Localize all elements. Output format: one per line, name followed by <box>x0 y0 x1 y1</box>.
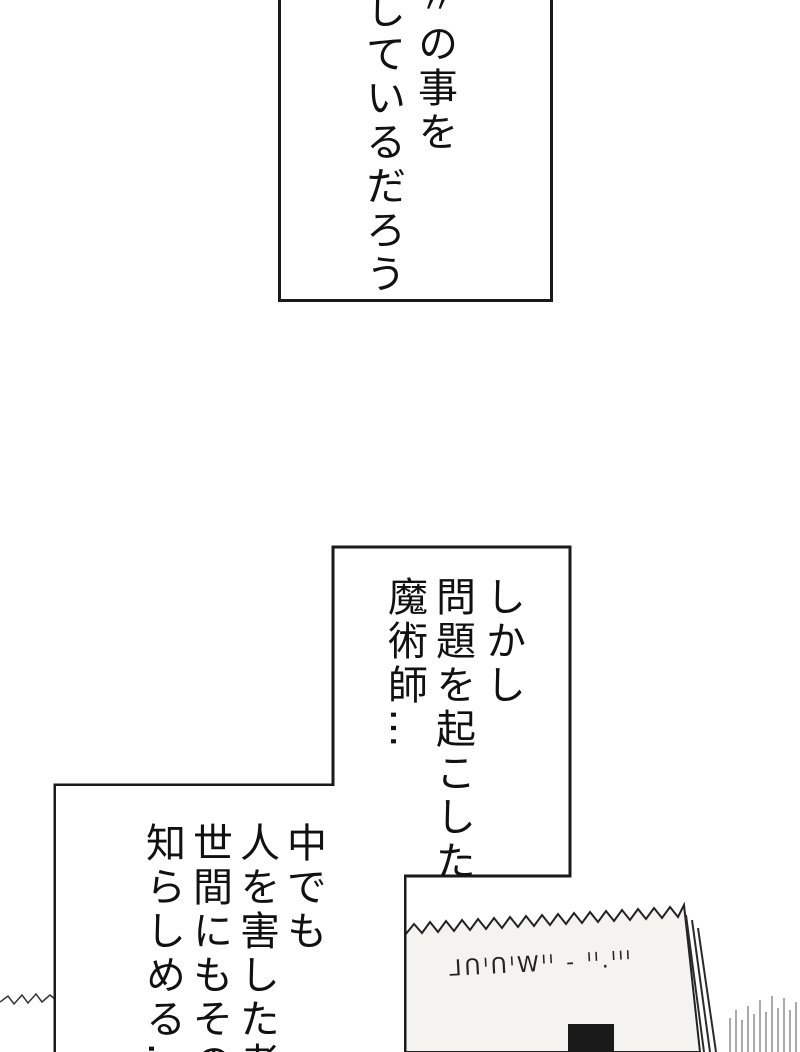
caption-bottom-line-2: 問題を起こした <box>429 576 475 884</box>
hatching <box>729 996 797 1052</box>
dark-block <box>568 1024 614 1052</box>
caption-bottom-line-3: 魔術師… <box>381 576 427 752</box>
jagged-edge-left <box>0 992 57 1006</box>
caption-bottom-line-6: 世間にもその <box>186 822 232 1052</box>
caption-box-top: 〃の事を しているだろう <box>278 0 553 302</box>
document-scribble: ᒧᑎᑊᑎᑊWᑊᑊ - ᑊᑊ.ᑊᑊᑊ <box>447 947 634 982</box>
caption-bottom-line-1: しかし <box>479 576 525 708</box>
page-edges <box>685 914 717 1052</box>
caption-bottom-line-4: 中でも <box>280 822 326 954</box>
caption-top-line-1: 〃の事を <box>411 0 457 155</box>
caption-bottom-line-7: 知らしめる… <box>139 822 185 1052</box>
caption-top-line-2: しているだろう <box>359 0 405 297</box>
caption-bottom-line-5: 人を害した者 <box>233 822 279 1052</box>
